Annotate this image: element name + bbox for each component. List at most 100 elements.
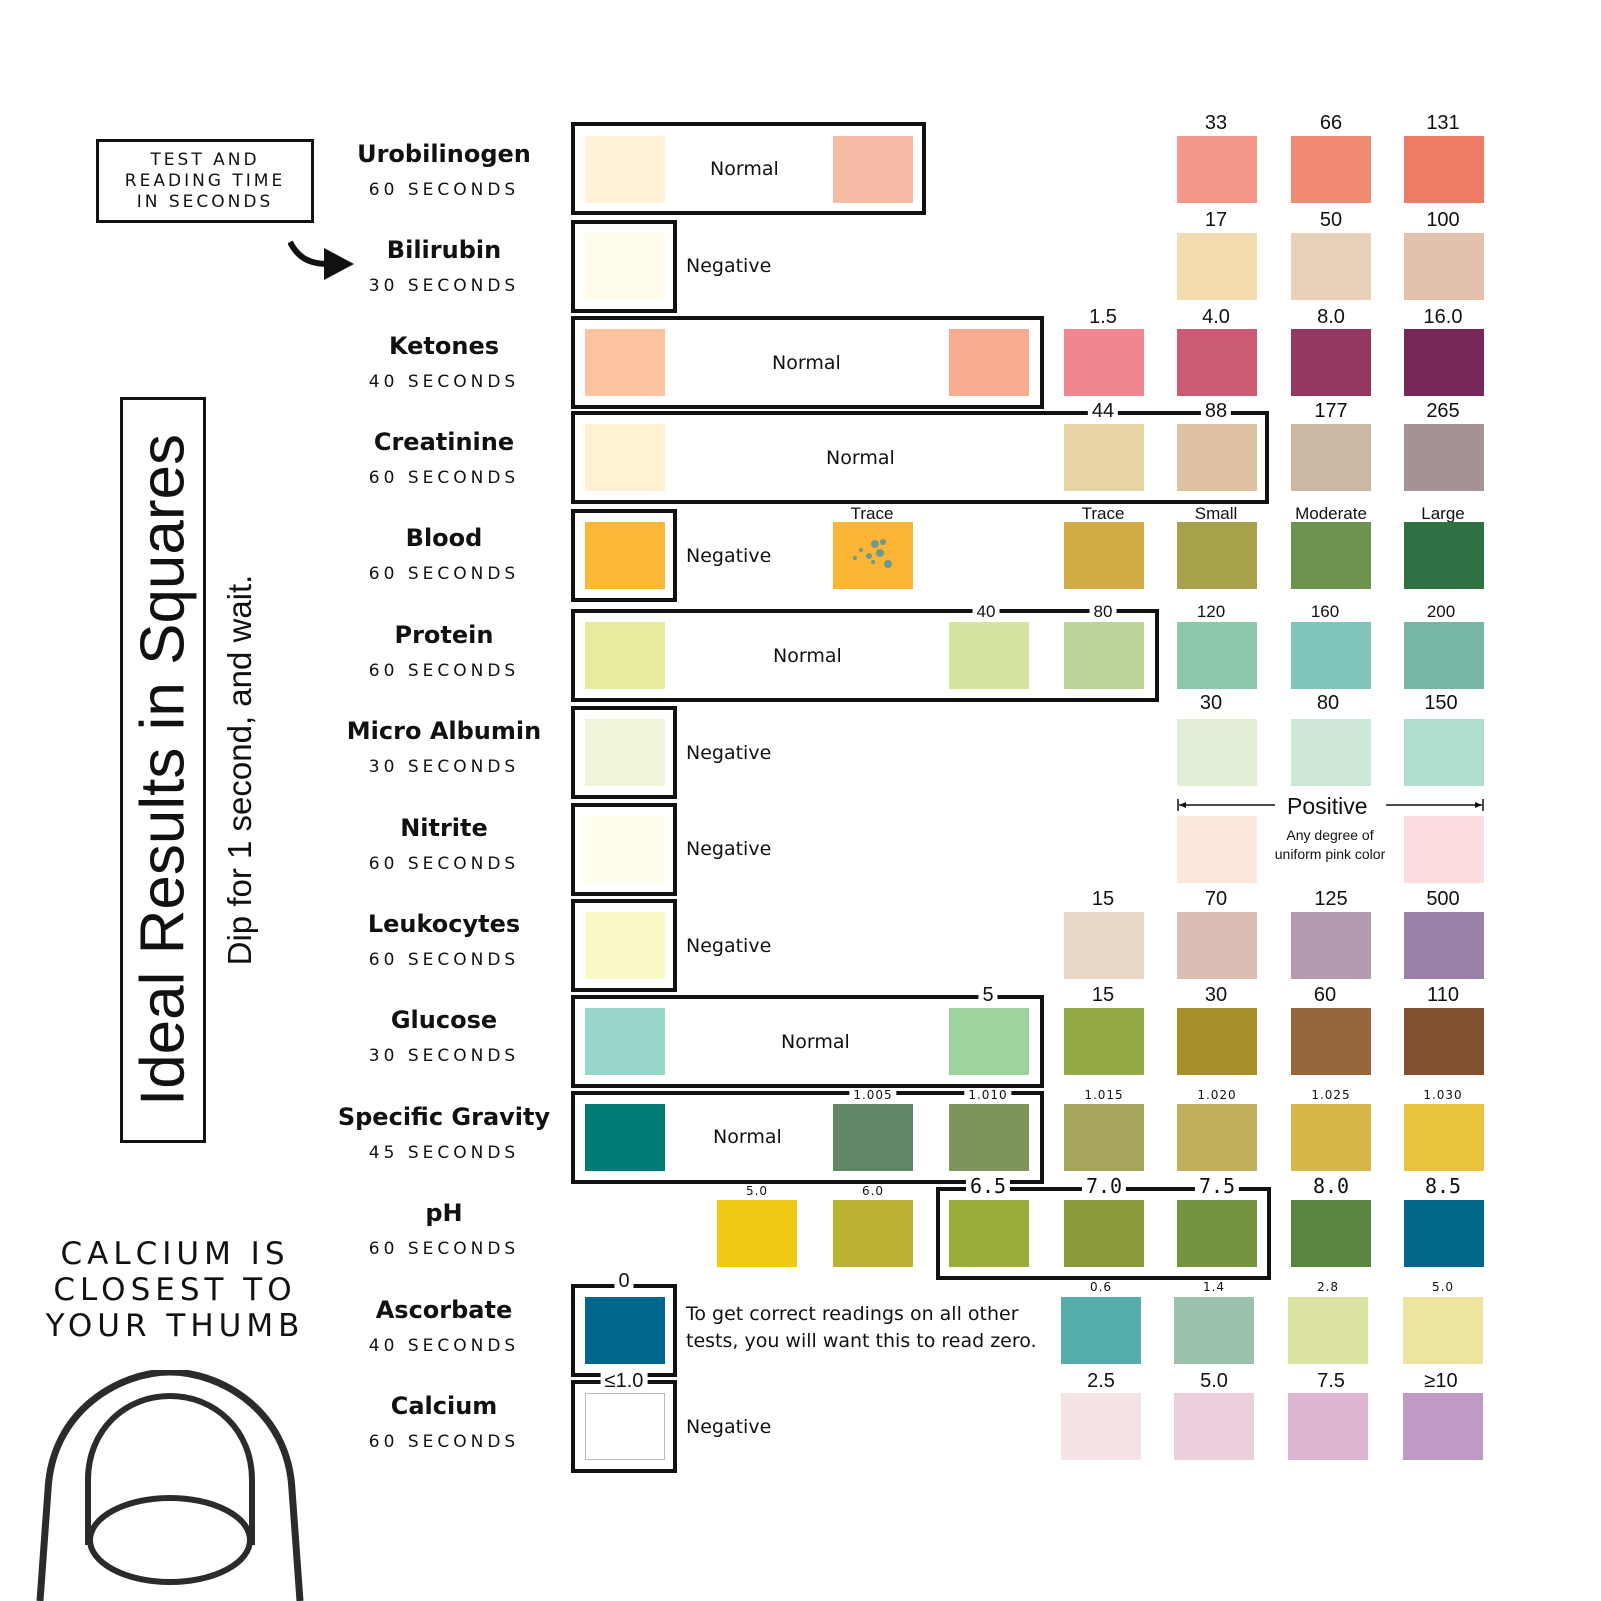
specific-gravity-label-1-005: 1.005 (849, 1088, 897, 1102)
blood-swatch-trace-speckled (833, 522, 913, 589)
calcium-swatch-ge-10 (1403, 1393, 1483, 1460)
urobilinogen-label-131: 131 (1426, 112, 1460, 134)
ideal-results-title: Ideal Results in Squares (128, 433, 198, 1107)
row-name-leukocytes: Leukocytes (367, 910, 521, 938)
creatinine-swatch-265 (1404, 424, 1484, 491)
leukocytes-label-125: 125 (1314, 888, 1348, 910)
specific-gravity-swatch-1-030 (1404, 1104, 1484, 1171)
calcium-note: CALCIUM IS CLOSEST TO YOUR THUMB (20, 1236, 330, 1344)
micro-albumin-swatch-30 (1177, 719, 1257, 786)
leukocytes-label-70: 70 (1204, 888, 1228, 910)
row-time-protein: 60 SECONDS (368, 661, 520, 681)
micro-albumin-negative-frame (571, 706, 677, 799)
row-name-glucose: Glucose (390, 1006, 498, 1034)
protein-label-120: 120 (1196, 602, 1226, 621)
calcium-label-le-1-0: ≤1.0 (600, 1370, 648, 1393)
nitrite-negative-label: Negative (686, 838, 772, 860)
row-time-urobilinogen: 60 SECONDS (368, 180, 520, 200)
ascorbate-label-2-8: 2.8 (1316, 1280, 1340, 1294)
glucose-label-15: 15 (1091, 984, 1115, 1006)
thumb-illustration (36, 1370, 304, 1601)
specific-gravity-label-1-030: 1.030 (1423, 1088, 1463, 1102)
ascorbate-label-0-6: 0.6 (1089, 1280, 1113, 1294)
micro-albumin-label-150: 150 (1424, 692, 1458, 714)
protein-swatch-40 (949, 622, 1029, 689)
nitrite-positive-sub-2: uniform pink color (1274, 846, 1386, 862)
ascorbate-swatch-0 (585, 1297, 665, 1364)
blood-label-trace: Trace (1081, 504, 1125, 523)
ascorbate-label-1-4: 1.4 (1202, 1280, 1226, 1294)
specific-gravity-swatch-normal (585, 1104, 665, 1171)
nitrite-positive-description: Any degree of uniform pink color (1265, 826, 1395, 864)
blood-label-trace-nonhemolyzed: Trace (850, 504, 894, 523)
blood-swatch-moderate (1291, 522, 1371, 589)
ph-swatch-8-5 (1404, 1200, 1484, 1267)
row-name-ph: pH (425, 1199, 463, 1227)
ideal-results-box (120, 397, 206, 1143)
glucose-label-5: 5 (978, 984, 998, 1007)
specific-gravity-swatch-1-005 (833, 1104, 913, 1171)
bilirubin-negative-label: Negative (686, 255, 772, 277)
urobilinogen-normal-label: Normal (710, 158, 779, 180)
ph-swatch-6-0 (833, 1200, 913, 1267)
micro-albumin-negative-label: Negative (686, 742, 772, 764)
creatinine-normal-label: Normal (826, 447, 895, 469)
glucose-swatch-5 (949, 1008, 1029, 1075)
creatinine-swatch-88 (1177, 424, 1257, 491)
creatinine-label-265: 265 (1426, 400, 1460, 422)
ascorbate-note-line-1: To get correct readings on all other (686, 1303, 1019, 1325)
leukocytes-swatch-negative (585, 912, 665, 979)
protein-label-160: 160 (1310, 602, 1340, 621)
calcium-swatch-2-5 (1061, 1393, 1141, 1460)
ph-swatch-7-0 (1064, 1200, 1144, 1267)
ascorbate-note: To get correct readings on all other tes… (686, 1301, 1037, 1355)
calcium-label-2-5: 2.5 (1087, 1370, 1115, 1392)
calcium-label-7-5: 7.5 (1317, 1370, 1345, 1392)
urobilinogen-label-33: 33 (1204, 112, 1228, 134)
glucose-swatch-normal (585, 1008, 665, 1075)
leukocytes-label-15: 15 (1091, 888, 1115, 910)
ascorbate-note-line-2: tests, you will want this to read zero. (686, 1330, 1037, 1352)
blood-label-large: Large (1421, 504, 1465, 523)
calcium-negative-label: Negative (686, 1416, 772, 1438)
bilirubin-swatch-negative (585, 233, 665, 300)
blood-label-small: Small (1194, 504, 1238, 523)
glucose-label-110: 110 (1427, 984, 1459, 1006)
urobilinogen-swatch-131 (1404, 136, 1484, 203)
row-time-nitrite: 60 SECONDS (368, 854, 520, 874)
glucose-normal-frame (571, 995, 1044, 1088)
bilirubin-label-50: 50 (1319, 209, 1343, 231)
ketones-label-1-5: 1.5 (1089, 306, 1117, 328)
creatinine-label-44: 44 (1087, 400, 1119, 423)
ascorbate-swatch-2-8 (1288, 1297, 1368, 1364)
nitrite-swatch-negative (585, 816, 665, 883)
urobilinogen-swatch-normal-1 (585, 136, 665, 203)
legend-line-2: READING TIME (124, 170, 286, 191)
calcium-swatch-7-5 (1288, 1393, 1368, 1460)
ph-swatch-6-5 (949, 1200, 1029, 1267)
row-time-calcium: 60 SECONDS (368, 1432, 520, 1452)
bilirubin-swatch-17 (1177, 233, 1257, 300)
row-name-micro-albumin: Micro Albumin (346, 717, 542, 745)
ascorbate-swatch-0-6 (1061, 1297, 1141, 1364)
row-name-protein: Protein (394, 621, 494, 649)
creatinine-label-177: 177 (1314, 400, 1348, 422)
ph-label-5-0: 5.0 (745, 1184, 769, 1198)
row-name-creatinine: Creatinine (373, 428, 515, 456)
ketones-label-16-0: 16.0 (1423, 306, 1463, 328)
ketones-normal-label: Normal (772, 352, 841, 374)
row-name-ascorbate: Ascorbate (375, 1296, 513, 1324)
calcium-label-5-0: 5.0 (1200, 1370, 1228, 1392)
leukocytes-label-500: 500 (1426, 888, 1460, 910)
ph-label-8-5: 8.5 (1424, 1174, 1462, 1198)
ph-label-6-5: 6.5 (965, 1174, 1011, 1198)
ketones-swatch-normal-1 (585, 329, 665, 396)
micro-albumin-swatch-150 (1404, 719, 1484, 786)
urobilinogen-swatch-66 (1291, 136, 1371, 203)
creatinine-swatch-44 (1064, 424, 1144, 491)
blood-speckle-dots (853, 539, 892, 568)
ph-swatch-8-0 (1291, 1200, 1371, 1267)
specific-gravity-label-1-025: 1.025 (1311, 1088, 1351, 1102)
micro-albumin-label-80: 80 (1316, 692, 1340, 714)
row-time-leukocytes: 60 SECONDS (368, 950, 520, 970)
